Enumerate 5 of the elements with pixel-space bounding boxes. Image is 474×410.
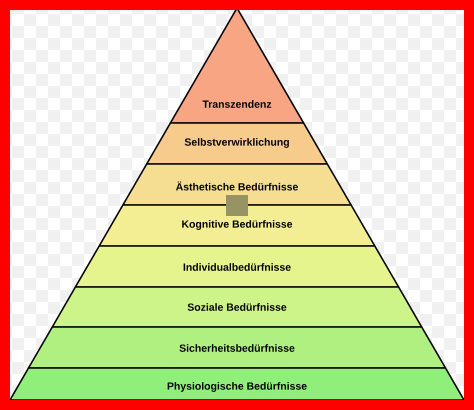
pyramid-level: Sicherheitsbedürfnisse: [28, 326, 446, 369]
pyramid-level: Individualbedürfnisse: [74, 245, 400, 288]
pyramid-level: Soziale Bedürfnisse: [52, 286, 422, 328]
pyramid-level: Physiologische Bedürfnisse: [9, 367, 465, 401]
pyramid-level: Transzendenz: [170, 7, 304, 124]
